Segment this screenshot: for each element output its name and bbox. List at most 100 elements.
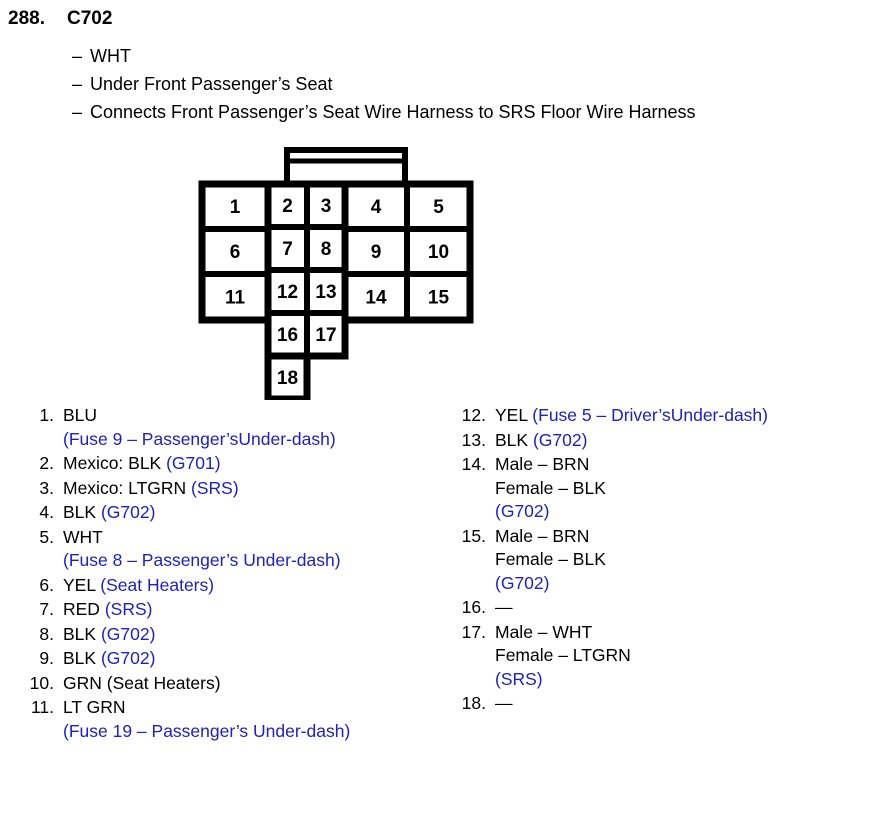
wire-color-text: BLK — [495, 429, 533, 450]
pin-number: 13. — [461, 429, 486, 450]
circuit-reference: (G702) — [100, 502, 156, 522]
pin-list-left: 1.BLU(Fuse 9 – Passenger’sUnder-dash)2.M… — [14, 404, 434, 744]
circuit-reference: (Fuse 9 – Passenger’sUnder-dash) — [63, 428, 336, 449]
wire-color-text: — — [495, 597, 513, 617]
pin-line: (Fuse 8 – Passenger’s Under-dash) — [63, 549, 434, 573]
pin-description: BLK (G702) — [63, 647, 434, 671]
wire-color-text: Female – BLK — [495, 477, 606, 498]
pin-entry: 1.BLU(Fuse 9 – Passenger’sUnder-dash) — [14, 404, 434, 451]
pin-line: BLK (G702) — [495, 429, 886, 453]
pin-description: — — [495, 692, 886, 716]
pin-line: (Fuse 9 – Passenger’sUnder-dash) — [63, 428, 434, 452]
pin-line: LT GRN — [63, 696, 434, 720]
pin-line: Female – LTGRN — [495, 644, 886, 668]
pin-description: WHT(Fuse 8 – Passenger’s Under-dash) — [63, 526, 434, 573]
pin-description: RED (SRS) — [63, 598, 434, 622]
circuit-reference: (G702) — [495, 501, 550, 521]
pin-line: Mexico: LTGRN (SRS) — [63, 477, 434, 501]
connector-pin-18: 18 — [277, 368, 298, 389]
wire-color-text: Mexico: LTGRN — [63, 477, 192, 498]
connector-pin-4: 4 — [371, 197, 382, 218]
connector-id: C702 — [66, 8, 113, 29]
pin-entry: 12. YEL (Fuse 5 – Driver’sUnder-dash) — [446, 404, 886, 428]
pin-description: Mexico: LTGRN (SRS) — [63, 477, 434, 501]
connector-pin-3: 3 — [321, 196, 332, 217]
circuit-reference: (Seat Heaters) — [100, 574, 215, 595]
circuit-reference: (G701) — [166, 453, 221, 473]
pin-line: BLK (G702) — [63, 647, 434, 671]
pin-number: 4. — [39, 502, 54, 522]
pin-description: LT GRN(Fuse 19 – Passenger’s Under-dash) — [63, 696, 434, 743]
connector-pin-12: 12 — [277, 282, 298, 303]
pin-entry: 16.— — [446, 596, 886, 620]
connector-pin-15: 15 — [428, 288, 450, 309]
pin-number: 12. — [461, 405, 486, 425]
connector-pin-14: 14 — [365, 288, 387, 309]
wire-color-text: BLK — [63, 648, 101, 668]
wire-color-text: RED — [63, 599, 105, 619]
connector-description: –WHT–Under Front Passenger’s Seat–Connec… — [72, 42, 696, 126]
pin-entry: 7. RED (SRS) — [14, 598, 434, 622]
pin-description: BLK (G702) — [495, 429, 886, 453]
pin-line: BLK (G702) — [63, 501, 434, 525]
pin-number: 6. — [39, 574, 54, 595]
connector-pin-2: 2 — [282, 196, 293, 217]
circuit-reference: (G702) — [100, 623, 156, 644]
pin-entry: 3.Mexico: LTGRN (SRS) — [14, 477, 434, 501]
pin-description: YEL (Seat Heaters) — [63, 574, 434, 598]
pin-entry: 9.BLK (G702) — [14, 647, 434, 671]
pin-description: BLK (G702) — [63, 501, 434, 525]
description-text: Connects Front Passenger’s Seat Wire Har… — [90, 102, 696, 122]
pin-line: YEL (Fuse 5 – Driver’sUnder-dash) — [495, 404, 886, 428]
pin-description: Male – BRN Female – BLK (G702) — [495, 525, 886, 596]
connector-pin-9: 9 — [371, 242, 382, 263]
wire-color-text: WHT — [63, 526, 103, 547]
connector-pin-8: 8 — [321, 239, 332, 260]
circuit-reference: (SRS) — [495, 668, 543, 689]
pin-line: Female – BLK — [495, 548, 886, 572]
pin-entry: 2.Mexico: BLK (G701) — [14, 452, 434, 476]
pin-entry: 18. — — [446, 692, 886, 716]
pin-line: WHT — [63, 526, 434, 550]
pin-line: (G702) — [495, 572, 886, 596]
bullet-dash-icon: – — [72, 74, 83, 94]
pin-description: Male – BRN Female – BLK (G702) — [495, 453, 886, 524]
pin-line: — — [495, 692, 886, 716]
pin-line: RED (SRS) — [63, 598, 434, 622]
circuit-reference: (SRS) — [191, 477, 239, 498]
pin-line: BLU — [63, 404, 434, 428]
pin-entry: 4. BLK (G702) — [14, 501, 434, 525]
wire-color-text: Female – BLK — [495, 549, 606, 569]
circuit-reference: (Fuse 5 – Driver’sUnder-dash) — [532, 405, 768, 425]
wire-color-text: Male – WHT — [495, 621, 593, 642]
wire-color-text: Male – BRN — [495, 525, 590, 546]
bullet-dash-icon: – — [72, 46, 83, 66]
pin-line: Male – BRN — [495, 525, 886, 549]
wire-color-text: Mexico: BLK — [63, 453, 167, 473]
pin-line: (Fuse 19 – Passenger’s Under-dash) — [63, 720, 434, 744]
pin-number: 10. — [29, 672, 54, 693]
pin-list-right: 12. YEL (Fuse 5 – Driver’sUnder-dash) 13. B… — [446, 404, 886, 717]
circuit-reference: (G702) — [495, 572, 550, 593]
wire-color-text: — — [495, 693, 513, 713]
description-text: WHT — [90, 46, 131, 66]
pin-description: BLK (G702) — [63, 623, 434, 647]
pin-line: YEL (Seat Heaters) — [63, 574, 434, 598]
connector-pin-5: 5 — [433, 197, 444, 218]
pin-number: 7. — [39, 599, 54, 619]
pin-number: 17. — [461, 621, 486, 642]
wire-color-text: BLK — [63, 502, 101, 522]
circuit-reference: (G702) — [100, 648, 156, 668]
connector-pin-1: 1 — [230, 197, 241, 218]
pin-number: 18. — [461, 693, 486, 713]
wire-color-text: Male – BRN — [495, 454, 590, 474]
pin-entry: 10.GRN (Seat Heaters) — [14, 672, 434, 696]
pin-line: Female – BLK — [495, 477, 886, 501]
pin-number: 5. — [39, 526, 54, 547]
entry-number: 288. — [8, 8, 45, 29]
wire-color-text: BLU — [63, 405, 98, 425]
bullet-dash-icon: – — [72, 102, 83, 122]
